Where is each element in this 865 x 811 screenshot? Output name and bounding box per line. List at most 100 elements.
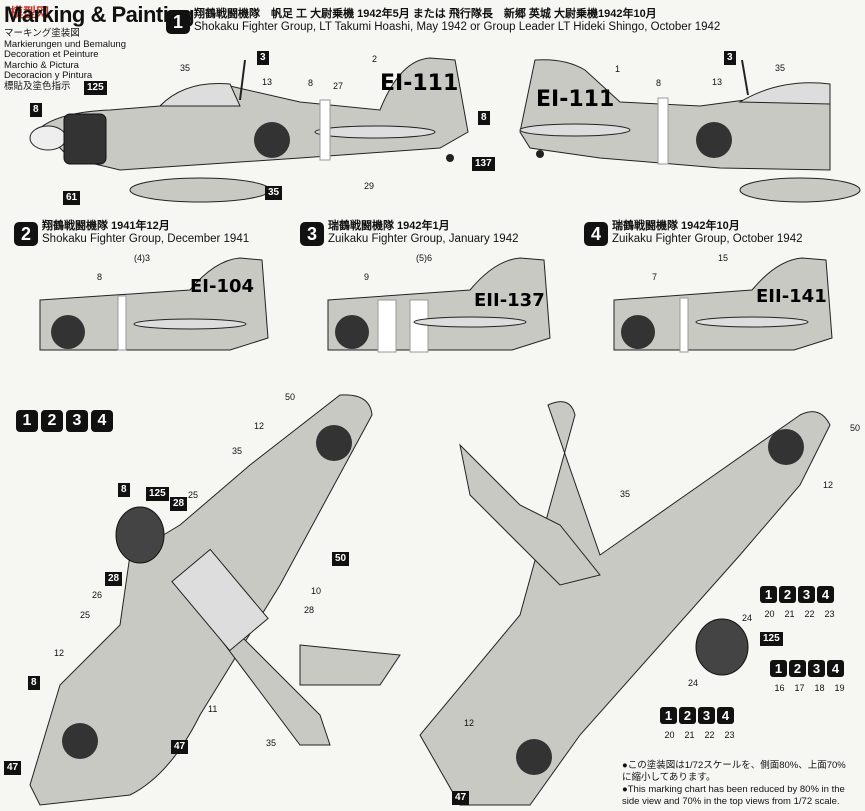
badge-c-4: 4 bbox=[717, 707, 734, 724]
sub-c-2: 21 bbox=[684, 730, 695, 740]
section-4-jp: 瑞鶴戦闘機隊 1942年10月 bbox=[612, 220, 740, 232]
badge-a-4: 4 bbox=[817, 586, 834, 603]
section-1-jp: 翔鶴戦闘機隊 帆足 工 大尉乗機 1942年5月 または 飛行隊長 新郷 英城 … bbox=[194, 8, 657, 20]
badge-a-2: 2 bbox=[779, 586, 796, 603]
badge-c-2: 2 bbox=[679, 707, 696, 724]
aircraft-code-right: EI-111 bbox=[536, 87, 614, 112]
aircraft-code-left: EI-111 bbox=[380, 71, 458, 96]
sub-b-1: 16 bbox=[774, 683, 785, 693]
section-3-en: Zuikaku Fighter Group, January 1942 bbox=[328, 233, 519, 245]
aircraft-top-view bbox=[29, 394, 401, 806]
callout-35-plan-right: 35 bbox=[620, 489, 631, 499]
callout-28-right: 28 bbox=[304, 605, 315, 615]
callout-8-plan: 8 bbox=[118, 483, 130, 497]
callout-8-right: 8 bbox=[656, 78, 662, 88]
callout-3-left: 3 bbox=[257, 51, 269, 65]
callout-125-plan: 125 bbox=[146, 487, 169, 501]
callout-8-sec2: 8 bbox=[97, 272, 103, 282]
callout-50-top: 50 bbox=[285, 392, 296, 402]
badge-a-3: 3 bbox=[798, 586, 815, 603]
callout-24-a: 24 bbox=[742, 613, 753, 623]
sub-a-1: 20 bbox=[764, 609, 775, 619]
sub-a-4: 23 bbox=[824, 609, 835, 619]
section-2-en: Shokaku Fighter Group, December 1941 bbox=[42, 233, 250, 245]
section-4-number: 4 bbox=[584, 222, 608, 246]
badge-c-3: 3 bbox=[698, 707, 715, 724]
plan-views bbox=[29, 394, 831, 806]
callout-8-nose: 8 bbox=[30, 103, 42, 117]
section-2-header: 2 翔鶴戦闘機隊 1941年12月 Shokaku Fighter Group,… bbox=[14, 220, 249, 246]
badge-4: 4 bbox=[91, 410, 113, 432]
sub-b-2: 17 bbox=[794, 683, 805, 693]
section-1-side-views: EI-111 EI-111 bbox=[29, 57, 861, 203]
callout-47-bottom: 47 bbox=[452, 791, 470, 805]
callout-3-right: 3 bbox=[724, 51, 736, 65]
site-watermark: 模型网 bbox=[10, 5, 50, 20]
callout-25-left: 25 bbox=[80, 610, 91, 620]
aircraft-bottom-view bbox=[419, 401, 831, 806]
badge-2: 2 bbox=[41, 410, 63, 432]
callout-12-lower-right: 12 bbox=[464, 718, 475, 728]
callout-8-left: 8 bbox=[308, 78, 314, 88]
section-1-en: Shokaku Fighter Group, LT Takumi Hoashi,… bbox=[194, 21, 721, 33]
callout-47-left: 47 bbox=[4, 761, 22, 775]
callout-28-plan: 28 bbox=[170, 497, 188, 511]
tail-view-4 bbox=[613, 257, 833, 353]
sub-c-1: 20 bbox=[664, 730, 675, 740]
scale-note-en-1: ●This marking chart has been reduced by … bbox=[622, 784, 845, 795]
section-1-number: 1 bbox=[166, 10, 190, 34]
badge-3: 3 bbox=[66, 410, 88, 432]
callout-125-bottom: 125 bbox=[760, 632, 783, 646]
badge-b-2: 2 bbox=[789, 660, 806, 677]
callout-35-left: 35 bbox=[180, 63, 191, 73]
badge-b-1: 1 bbox=[770, 660, 787, 677]
badge-c-1: 1 bbox=[660, 707, 677, 724]
subtitle-translations: マーキング塗装図 Markierungen und Bemalung Decor… bbox=[4, 28, 126, 92]
scale-note-jp-2: に縮小してあります。 bbox=[622, 772, 716, 783]
sub-c-3: 22 bbox=[704, 730, 715, 740]
scale-note: ●この塗装図は1/72スケールを、側面80%、上面70% に縮小してあります。 … bbox=[622, 760, 862, 808]
callout-13-left: 13 bbox=[262, 77, 273, 87]
scale-note-jp-1: ●この塗装図は1/72スケールを、側面80%、上面70% bbox=[622, 760, 846, 771]
callout-35-tank: 35 bbox=[265, 186, 283, 200]
tail-view-2 bbox=[39, 257, 269, 351]
aircraft-right-side-view bbox=[519, 59, 861, 203]
callout-28-left: 28 bbox=[105, 572, 123, 586]
callout-15: 15 bbox=[718, 253, 729, 263]
section-3-number: 3 bbox=[300, 222, 324, 246]
sub-a-2: 21 bbox=[784, 609, 795, 619]
tail-view-3 bbox=[327, 257, 551, 353]
subtitle-zh: 標貼及塗色指示 bbox=[4, 80, 71, 92]
callout-35-right: 35 bbox=[775, 63, 786, 73]
callout-11: 11 bbox=[208, 704, 218, 714]
subtitle-de: Markierungen und Bemalung bbox=[4, 38, 126, 50]
callout-26: 26 bbox=[92, 590, 103, 600]
callout-25-plan: 25 bbox=[188, 490, 199, 500]
callout-12-top: 12 bbox=[254, 421, 265, 431]
subtitle-it: Marchio & Pictura bbox=[4, 59, 79, 71]
callout-61: 61 bbox=[63, 191, 81, 205]
callout-1: 1 bbox=[615, 64, 621, 74]
section-4-header: 4 瑞鶴戦闘機隊 1942年10月 Zuikaku Fighter Group,… bbox=[584, 220, 803, 246]
callout-2: 2 bbox=[372, 54, 378, 64]
callout-125-side: 125 bbox=[84, 81, 107, 95]
sub-a-3: 22 bbox=[804, 609, 815, 619]
subtitle-fr: Decoration et Peinture bbox=[4, 49, 99, 60]
callout-29: 29 bbox=[364, 181, 375, 191]
badge-b-4: 4 bbox=[827, 660, 844, 677]
subtitle-es: Decoracion y Pintura bbox=[4, 70, 93, 81]
section-3-header: 3 瑞鶴戦闘機隊 1942年1月 Zuikaku Fighter Group, … bbox=[300, 220, 519, 246]
callout-27: 27 bbox=[333, 81, 344, 91]
callout-13-right: 13 bbox=[712, 77, 723, 87]
section-2-number: 2 bbox=[14, 222, 38, 246]
sub-b-3: 18 bbox=[814, 683, 825, 693]
badge-1: 1 bbox=[16, 410, 38, 432]
callout-50-bottom: 50 bbox=[850, 423, 861, 433]
callout-50-mid: 50 bbox=[332, 552, 350, 566]
section-3-jp: 瑞鶴戦闘機隊 1942年1月 bbox=[328, 220, 450, 232]
callout-24-b: 24 bbox=[688, 678, 699, 688]
page-title: Marking & Painting bbox=[4, 2, 195, 27]
